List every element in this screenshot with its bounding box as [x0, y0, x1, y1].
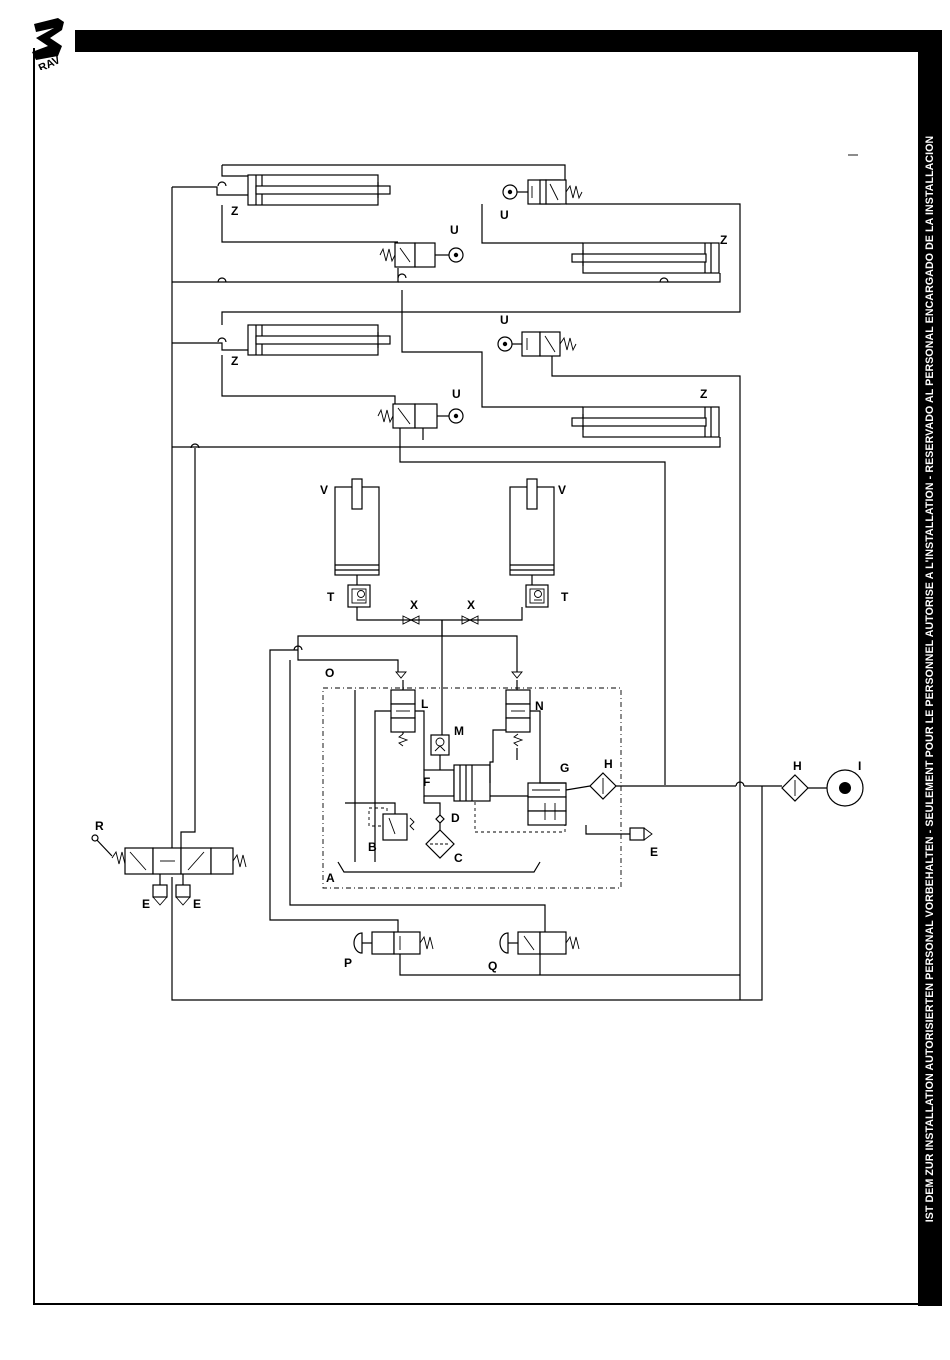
- label-l: L: [421, 697, 428, 711]
- label-r: R: [95, 819, 104, 833]
- valve-r: [92, 835, 246, 874]
- label-q: Q: [488, 959, 497, 973]
- upper-piping: [172, 165, 740, 1000]
- throttle-t-1: [348, 585, 370, 607]
- cylinder-z-2: [572, 243, 719, 273]
- valve-q: [500, 932, 579, 954]
- label-e-2: E: [142, 897, 150, 911]
- label-h-1: H: [604, 757, 613, 771]
- control-piping: [298, 620, 700, 862]
- label-u-3: U: [500, 313, 509, 327]
- valve-u-4: [378, 404, 463, 428]
- cylinder-z-4: [572, 407, 719, 437]
- label-x-2: X: [467, 598, 475, 612]
- x-line: [357, 607, 522, 735]
- valve-r-ports: [153, 448, 195, 905]
- filter-c: [426, 830, 454, 858]
- valve-u-2: [380, 243, 463, 267]
- cylinder-v-1: [335, 479, 379, 585]
- label-g: G: [560, 761, 569, 775]
- valve-n: [506, 672, 530, 746]
- valve-u-3: [498, 332, 576, 356]
- check-valve-m: [431, 735, 449, 755]
- label-o: O: [325, 666, 334, 680]
- label-f: F: [423, 775, 430, 789]
- regulator-b: [369, 808, 414, 840]
- label-v-1: V: [320, 483, 328, 497]
- label-u-1: U: [500, 208, 509, 222]
- cylinder-z-3: [248, 325, 390, 355]
- valve-p: [354, 932, 433, 954]
- label-z-4: Z: [700, 387, 707, 401]
- label-x-1: X: [410, 598, 418, 612]
- label-p: P: [344, 956, 352, 970]
- label-v-2: V: [558, 483, 566, 497]
- label-h-2: H: [793, 759, 802, 773]
- actuator-f: [424, 765, 490, 801]
- label-c: C: [454, 851, 463, 865]
- label-e-3: E: [193, 897, 201, 911]
- label-z-3: Z: [231, 354, 238, 368]
- valve-g: [528, 783, 566, 825]
- label-t-2: T: [561, 590, 569, 604]
- cylinder-v-2: [510, 479, 554, 585]
- label-m: M: [454, 724, 464, 738]
- label-e-1: E: [650, 845, 658, 859]
- cylinder-z-1: [248, 175, 390, 205]
- point-d: [436, 815, 444, 823]
- label-i: I: [858, 759, 861, 773]
- label-z-2: Z: [720, 233, 727, 247]
- air-source-i: [827, 770, 863, 806]
- filter-h-1: [590, 773, 616, 799]
- label-b: B: [368, 840, 377, 854]
- label-d: D: [451, 811, 460, 825]
- label-u-2: U: [450, 223, 459, 237]
- tray-a: [338, 862, 540, 872]
- valve-u-1: [503, 180, 582, 204]
- exhaust-e-1: [630, 828, 652, 840]
- filter-h-2: [782, 775, 808, 801]
- label-z-1: Z: [231, 204, 238, 218]
- label-u-4: U: [452, 387, 461, 401]
- throttle-t-2: [526, 585, 548, 607]
- label-t-1: T: [327, 590, 335, 604]
- label-a: A: [326, 871, 335, 885]
